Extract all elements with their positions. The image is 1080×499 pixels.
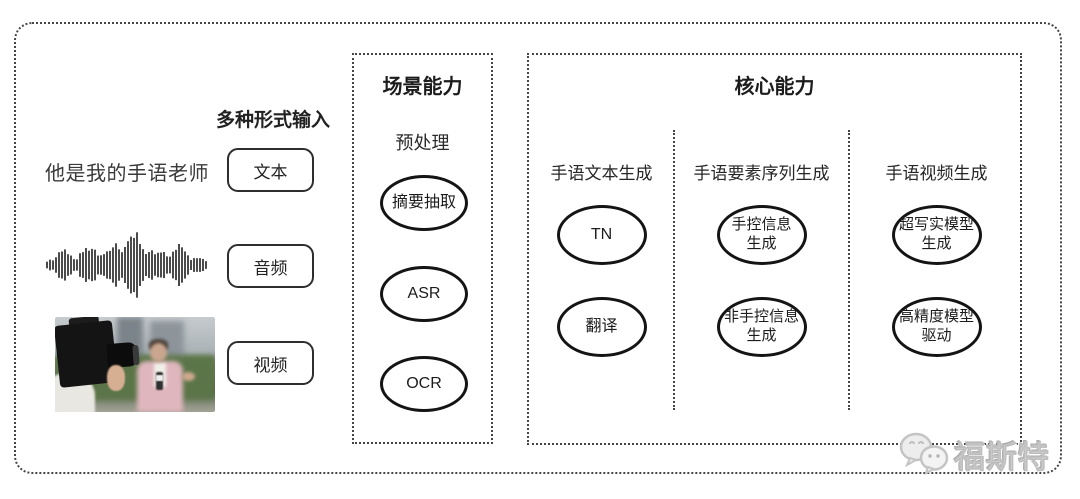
- node-translation: 翻译: [556, 297, 647, 357]
- node-label: OCR: [406, 375, 442, 392]
- input-type-text-box: 文本: [227, 148, 314, 192]
- column-sign-video-generation: 手语视频生成 超写实模型 生成 高精度模型 驱动: [849, 55, 1024, 443]
- column-header: 手语要素序列生成: [693, 164, 830, 183]
- node-label: 高精度模型 驱动: [898, 308, 974, 344]
- node-label: 超写实模型 生成: [898, 216, 974, 252]
- sample-input-text: 他是我的手语老师: [45, 163, 209, 185]
- scene-box-title: 场景能力: [382, 76, 463, 98]
- input-type-video-box: 视频: [227, 341, 314, 385]
- input-type-video-label: 视频: [253, 355, 288, 375]
- audio-waveform-image: [46, 232, 207, 298]
- node-label: 翻译: [585, 318, 618, 335]
- node-label: 手控信息 生成: [731, 216, 792, 252]
- node-asr: ASR: [380, 266, 468, 322]
- scene-capability-box: 场景能力 预处理 摘要抽取 ASR OCR: [352, 53, 493, 444]
- input-type-audio-label: 音频: [253, 258, 288, 278]
- core-box-title: 核心能力: [734, 76, 815, 98]
- column-sign-element-sequence-generation: 手语要素序列生成 手控信息 生成 非手控信息 生成: [674, 55, 849, 443]
- watermark-text: 福斯特: [954, 439, 1050, 475]
- column-header: 手语视频生成: [885, 164, 988, 183]
- node-label: 非手控信息 生成: [723, 308, 799, 344]
- node-non-manual-info-generation: 非手控信息 生成: [716, 297, 807, 357]
- photo-microphone-shape: [156, 372, 163, 390]
- input-section-title: 多种形式输入: [215, 110, 330, 131]
- node-ocr: OCR: [380, 356, 468, 412]
- photo-cameraman-arm-shape: [107, 365, 125, 391]
- node-label: ASR: [407, 285, 441, 302]
- input-type-text-label: 文本: [253, 162, 288, 182]
- column-divider: [848, 130, 850, 410]
- column-header: 手语文本生成: [550, 164, 653, 183]
- photo-reporter-hand-shape: [182, 372, 195, 381]
- watermark: 福斯特: [896, 430, 1050, 478]
- input-type-audio-box: 音频: [227, 244, 314, 288]
- outer-dotted-border: [14, 22, 1062, 474]
- node-hyperrealistic-model-generation: 超写实模型 生成: [891, 205, 982, 265]
- node-label: TN: [590, 226, 613, 243]
- column-divider: [673, 130, 675, 410]
- column-sign-text-generation: 手语文本生成 TN 翻译: [529, 55, 674, 443]
- node-label: 摘要抽取: [391, 194, 456, 211]
- preprocess-label: 预处理: [395, 133, 450, 153]
- node-summary-extraction: 摘要抽取: [380, 175, 468, 231]
- video-thumbnail: [55, 317, 215, 412]
- core-capability-box: 核心能力 手语文本生成 TN 翻译 手语要素序列生成 手控信息 生成 非手控信息…: [527, 53, 1022, 445]
- node-high-precision-model-driving: 高精度模型 驱动: [891, 297, 982, 357]
- node-manual-info-generation: 手控信息 生成: [716, 205, 807, 265]
- photo-reporter-head-shape: [150, 343, 167, 362]
- wechat-icon: [899, 432, 949, 475]
- node-tn: TN: [556, 205, 647, 265]
- photo-microphone-label-shape: [156, 375, 163, 381]
